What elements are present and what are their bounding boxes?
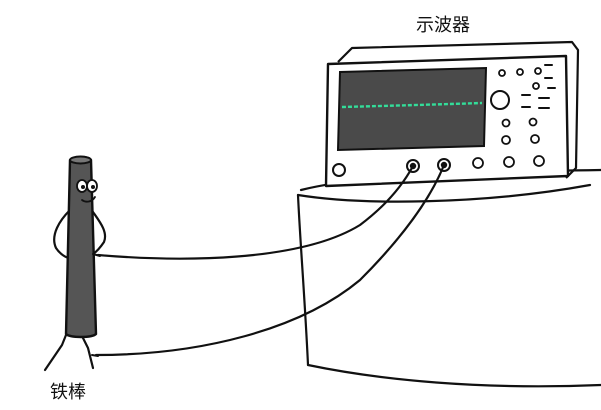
power-button-icon xyxy=(332,163,346,177)
control-dashes xyxy=(521,64,556,109)
oscilloscope xyxy=(324,40,580,188)
cable-upper xyxy=(96,164,415,260)
main-knob-icon xyxy=(490,90,510,110)
oscilloscope-label: 示波器 xyxy=(416,15,470,36)
iron-rod-label: 铁棒 xyxy=(50,382,86,403)
control-buttons xyxy=(472,67,545,169)
table xyxy=(296,168,601,388)
probe-cables xyxy=(94,163,446,357)
oscilloscope-screen xyxy=(336,66,488,152)
cable-lower xyxy=(94,163,446,357)
waveform-trace xyxy=(341,101,483,109)
iron-rod-character xyxy=(43,155,107,372)
